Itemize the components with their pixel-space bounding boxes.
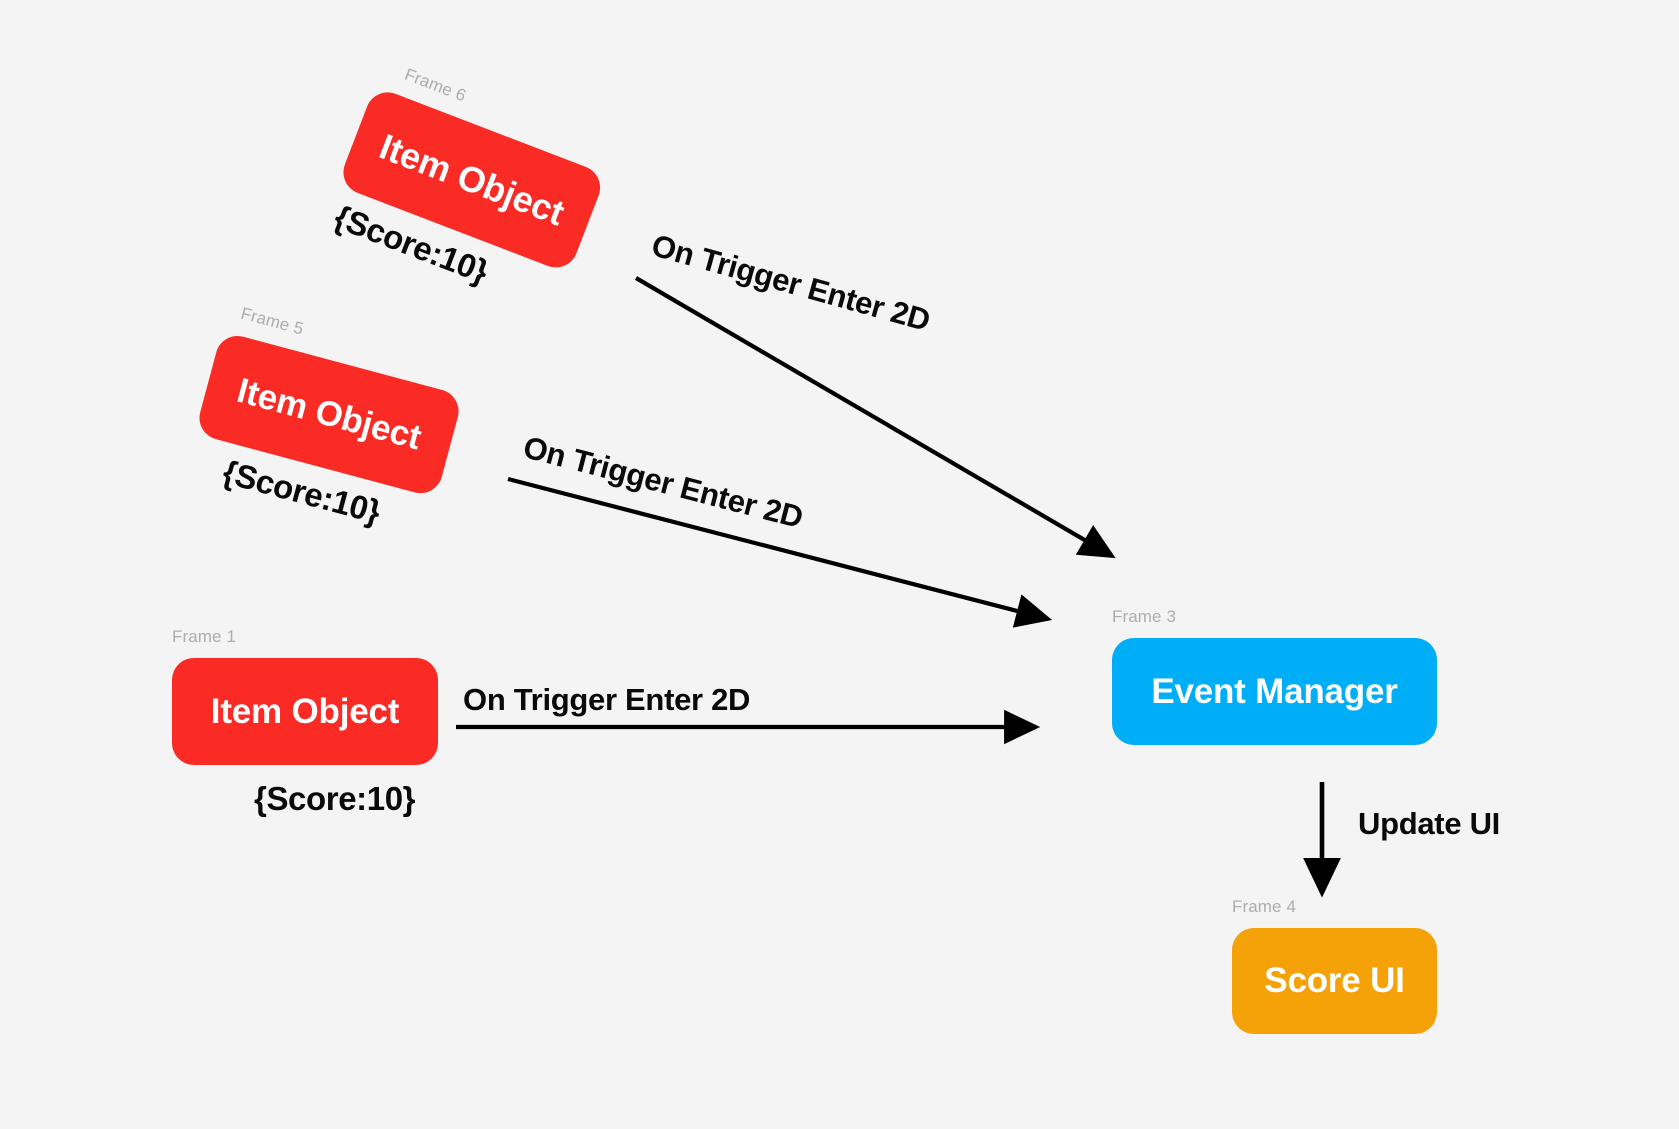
event-manager-label: Event Manager — [1151, 671, 1398, 711]
item-object-label-frame1: Item Object — [210, 691, 400, 731]
edge-label-frame5-trigger: On Trigger Enter 2D — [519, 429, 807, 536]
frame-label-frame1: Frame 1 — [172, 627, 236, 646]
score-ui-node[interactable]: Score UI — [1232, 928, 1437, 1034]
score-meta-frame1: {Score:10} — [254, 780, 416, 817]
edge-label-frame6-trigger: On Trigger Enter 2D — [647, 227, 934, 338]
frame-label-frame3: Frame 3 — [1112, 607, 1176, 626]
frame-label-frame5: Frame 5 — [238, 303, 306, 339]
event-manager-node[interactable]: Event Manager — [1112, 638, 1437, 745]
score-ui-label: Score UI — [1264, 961, 1405, 1000]
edge-label-frame1-trigger: On Trigger Enter 2D — [463, 682, 751, 717]
item-object-label-frame6: Item Object — [374, 125, 570, 234]
edge-label-update-ui: Update UI — [1358, 806, 1500, 841]
item-object-label-frame5: Item Object — [233, 370, 426, 458]
item-object-node-frame1[interactable]: Item Object — [172, 658, 438, 765]
frame-label-frame4: Frame 4 — [1232, 897, 1296, 916]
